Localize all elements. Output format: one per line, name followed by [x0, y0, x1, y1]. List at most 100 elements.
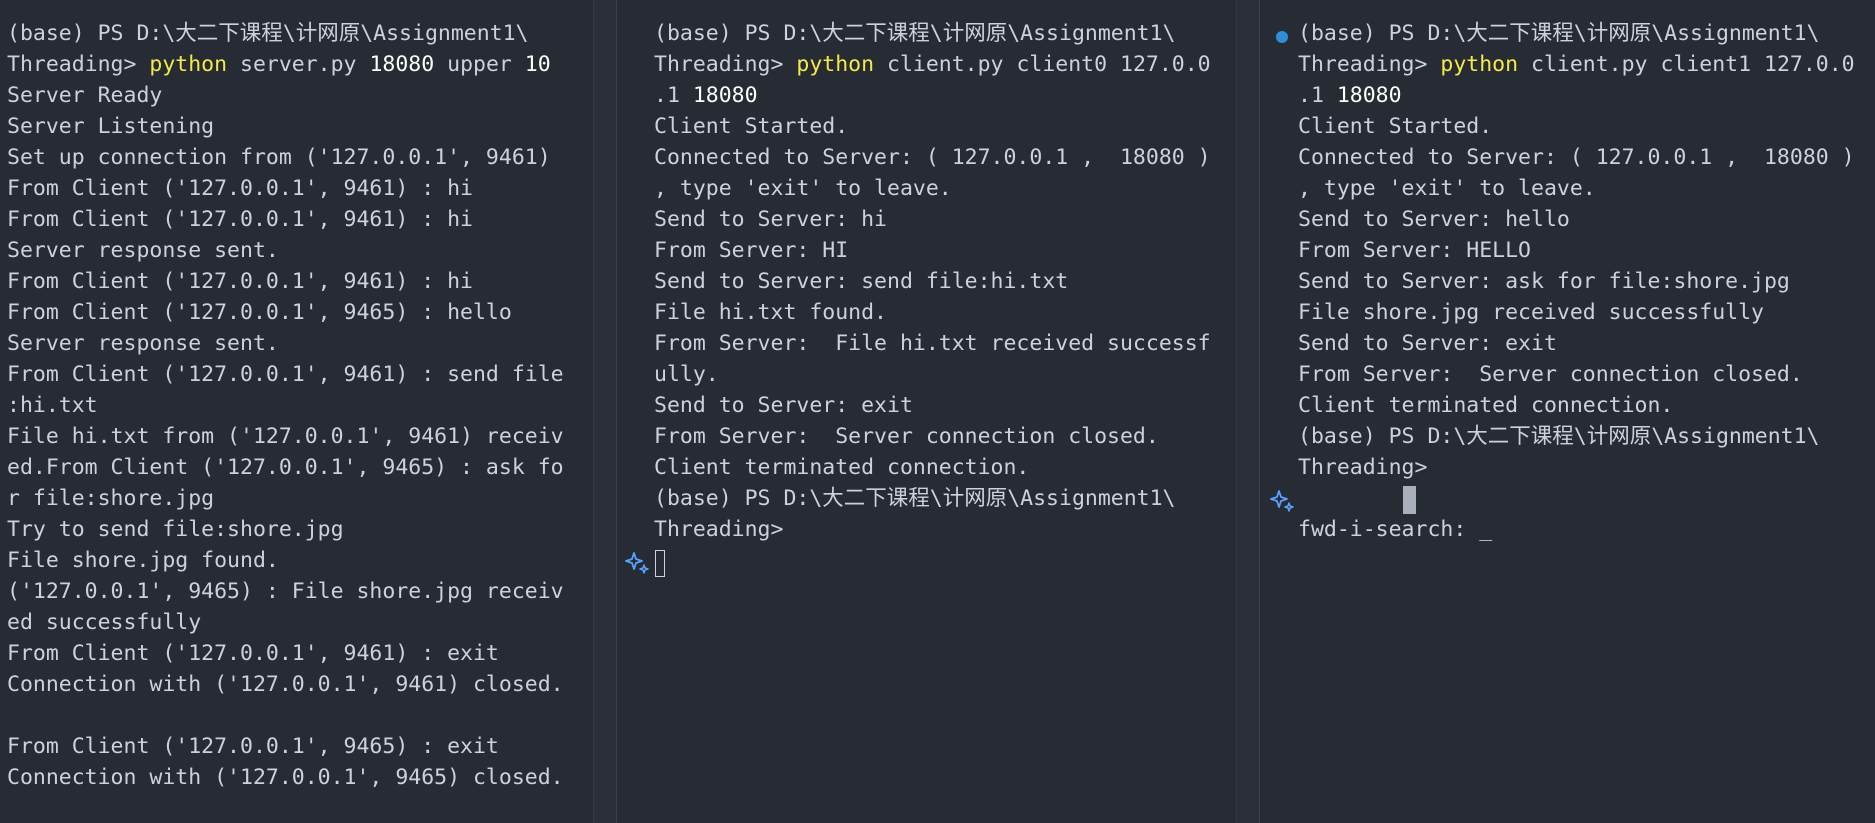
terminal-text: fwd-i-search: _ [1298, 517, 1493, 542]
terminal-text: Connected to Server: ( 127.0.0.1 , 18080… [654, 145, 1211, 170]
terminal-text: Server response sent. [7, 331, 279, 356]
terminal-text: Send to Server: exit [654, 393, 913, 418]
terminal-line: Threading> python client.py client1 127.… [1298, 49, 1855, 80]
terminal-line: ed.From Client ('127.0.0.1', 9465) : ask… [7, 452, 564, 483]
terminal-line: :hi.txt [7, 390, 564, 421]
scrollbar-client0[interactable] [1236, 0, 1259, 823]
terminal-text: upper [434, 52, 525, 77]
terminal-text: Threading> [654, 52, 797, 77]
terminal-text: client.py client1 127.0.0 [1518, 52, 1855, 77]
terminal-line: Connected to Server: ( 127.0.0.1 , 18080… [1298, 142, 1855, 173]
terminal-text: Send to Server: hello [1298, 207, 1570, 232]
terminal-text: :hi.txt [7, 393, 98, 418]
terminal-cursor [655, 550, 665, 577]
terminal-line: Threading> [1298, 452, 1855, 483]
terminal-pane-server[interactable]: (base) PS D:\大二下课程\计网原\Assignment1\Threa… [0, 0, 592, 823]
terminal-text: File hi.txt from ('127.0.0.1', 9461) rec… [7, 424, 564, 449]
terminal-line: , type 'exit' to leave. [654, 173, 1211, 204]
terminal-line: From Server: Server connection closed. [654, 421, 1211, 452]
terminal-line: ully. [654, 359, 1211, 390]
terminal-line: From Client ('127.0.0.1', 9461) : send f… [7, 359, 564, 390]
terminal-text: Connection with ('127.0.0.1', 9465) clos… [7, 765, 564, 790]
terminal-text: From Server: Server connection closed. [654, 424, 1159, 449]
terminal-cursor [1403, 486, 1416, 514]
terminal-text: From Client ('127.0.0.1', 9461) : exit [7, 641, 499, 666]
sparkle-icon[interactable] [625, 550, 651, 576]
terminal-text: From Client ('127.0.0.1', 9465) : hello [7, 300, 512, 325]
terminal-line: Threading> python client.py client0 127.… [654, 49, 1211, 80]
terminal-text: python [149, 52, 228, 77]
terminal-line: (base) PS D:\大二下课程\计网原\Assignment1\ [654, 483, 1211, 514]
terminal-line: Server response sent. [7, 235, 564, 266]
terminal-line: From Client ('127.0.0.1', 9465) : exit [7, 731, 564, 762]
terminal-line: From Server: HELLO [1298, 235, 1855, 266]
terminal-text: .1 [654, 83, 693, 108]
terminal-text: , type 'exit' to leave. [654, 176, 952, 201]
terminal-text: Send to Server: ask for file:shore.jpg [1298, 269, 1790, 294]
terminal-line: From Server: Server connection closed. [1298, 359, 1855, 390]
terminal-text: server.py [227, 52, 370, 77]
terminal-text: From Server: HELLO [1298, 238, 1531, 263]
terminal-text: 18080 [369, 52, 435, 77]
terminal-text: Server Ready [7, 83, 163, 108]
terminal-line: Send to Server: exit [1298, 328, 1855, 359]
terminal-text: 18080 [692, 83, 758, 108]
terminal-line: Server Ready [7, 80, 564, 111]
terminal-text: From Server: HI [654, 238, 849, 263]
terminal-line: Send to Server: hello [1298, 204, 1855, 235]
terminal-text: python [796, 52, 875, 77]
terminal-line: fwd-i-search: _ [1298, 514, 1855, 545]
terminal-text: Set up connection from ('127.0.0.1', 946… [7, 145, 551, 170]
terminal-line: Send to Server: ask for file:shore.jpg [1298, 266, 1855, 297]
status-dot [1276, 31, 1288, 43]
terminal-line: From Client ('127.0.0.1', 9461) : hi [7, 204, 564, 235]
terminal-text: File hi.txt found. [654, 300, 887, 325]
terminal-pane-client0[interactable]: (base) PS D:\大二下课程\计网原\Assignment1\ Threa… [617, 0, 1235, 823]
terminal-line [1298, 483, 1855, 514]
terminal-text: 10 [524, 52, 551, 77]
terminal-text: From Client ('127.0.0.1', 9461) : hi [7, 269, 473, 294]
terminal-line: r file:shore.jpg [7, 483, 564, 514]
terminal-line: Threading> [654, 514, 1211, 545]
terminal-text: From Client ('127.0.0.1', 9461) : hi [7, 207, 473, 232]
pane-divider[interactable] [616, 0, 617, 823]
terminal-text: r file:shore.jpg [7, 486, 215, 511]
terminal-line: .1 18080 [1298, 80, 1855, 111]
terminal-text: From Client ('127.0.0.1', 9465) : exit [7, 734, 499, 759]
terminal-line: Client terminated connection. [654, 452, 1211, 483]
sparkle-icon[interactable] [1270, 488, 1296, 514]
terminal-line: From Client ('127.0.0.1', 9465) : hello [7, 297, 564, 328]
terminal-line: File hi.txt found. [654, 297, 1211, 328]
terminal-line: File hi.txt from ('127.0.0.1', 9461) rec… [7, 421, 564, 452]
terminal-line: Set up connection from ('127.0.0.1', 946… [7, 142, 564, 173]
terminal-text: Connection with ('127.0.0.1', 9461) clos… [7, 672, 564, 697]
terminal-line: Server Listening [7, 111, 564, 142]
terminal-line: From Client ('127.0.0.1', 9461) : hi [7, 173, 564, 204]
terminal-line [7, 700, 564, 731]
terminal-line: (base) PS D:\大二下课程\计网原\Assignment1\ [1298, 18, 1855, 49]
terminal-line: Server response sent. [7, 328, 564, 359]
terminal-text: Threading> [1298, 455, 1428, 480]
terminal-text: python [1440, 52, 1519, 77]
terminal-line: Send to Server: hi [654, 204, 1211, 235]
terminal-text: (base) PS D:\大二下课程\计网原\Assignment1\ [1298, 424, 1820, 449]
terminal-line: Try to send file:shore.jpg [7, 514, 564, 545]
terminal-line: Send to Server: send file:hi.txt [654, 266, 1211, 297]
pane-divider[interactable] [1259, 0, 1260, 823]
terminal-line: Connection with ('127.0.0.1', 9461) clos… [7, 669, 564, 700]
terminal-text: .1 [1298, 83, 1337, 108]
terminal-pane-client1[interactable]: (base) PS D:\大二下课程\计网原\Assignment1\Threa… [1260, 0, 1875, 823]
terminal-text: Send to Server: send file:hi.txt [654, 269, 1069, 294]
terminal-text: Server response sent. [7, 238, 279, 263]
terminal-text: 18080 [1336, 83, 1402, 108]
terminal-output: (base) PS D:\大二下课程\计网原\Assignment1\Threa… [7, 18, 564, 793]
terminal-text: Client Started. [654, 114, 849, 139]
terminal-text: Send to Server: exit [1298, 331, 1557, 356]
terminal-text: (base) PS D:\大二下课程\计网原\Assignment1\ [7, 21, 529, 46]
terminal-line: File shore.jpg found. [7, 545, 564, 576]
terminal-line: Client Started. [654, 111, 1211, 142]
scrollbar-server[interactable] [593, 0, 616, 823]
terminal-text: (base) PS D:\大二下课程\计网原\Assignment1\ [654, 486, 1176, 511]
terminal-text: ed.From Client ('127.0.0.1', 9465) : ask… [7, 455, 564, 480]
terminal-output: (base) PS D:\大二下课程\计网原\Assignment1\ Threa… [654, 18, 1211, 545]
